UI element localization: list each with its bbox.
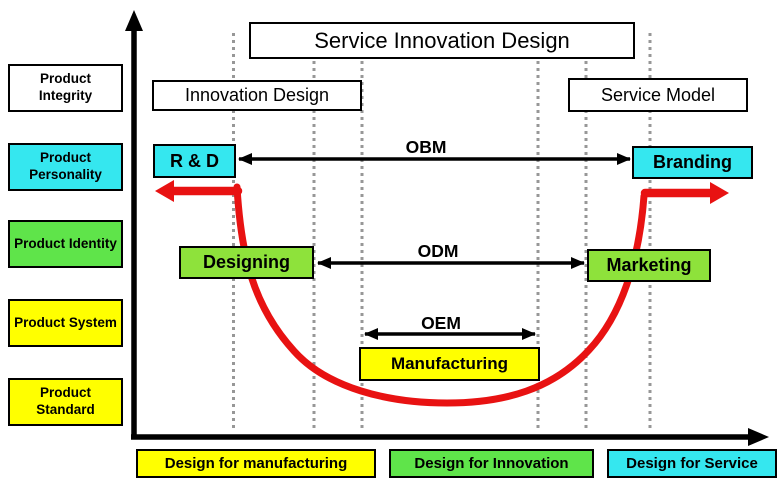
diagram-title: Service Innovation Design: [249, 22, 635, 59]
obm-label: OBM: [405, 137, 447, 157]
node-branding: Branding: [632, 146, 753, 179]
legend-design-for-innovation: Design for Innovation: [389, 449, 594, 478]
business-model-arrows: [238, 153, 631, 340]
node-rd: R & D: [153, 144, 236, 178]
axis-label-product-system: Product System: [8, 299, 123, 347]
smile-curve: [155, 180, 729, 407]
axes: [125, 10, 769, 446]
header-service-model: Service Model: [568, 78, 748, 112]
legend-design-for-service: Design for Service: [607, 449, 777, 478]
axis-label-product-personality: Product Personality: [8, 143, 123, 191]
header-innovation-design: Innovation Design: [152, 80, 362, 111]
node-marketing: Marketing: [587, 249, 711, 282]
node-designing: Designing: [179, 246, 314, 279]
axis-label-product-integrity: Product Integrity: [8, 64, 123, 112]
axis-label-product-identity: Product Identity: [8, 220, 123, 268]
smile-curve-path: [233, 183, 648, 407]
legend-design-for-manufacturing: Design for manufacturing: [136, 449, 376, 478]
odm-label: ODM: [417, 241, 459, 261]
axis-label-product-standard: Product Standard: [8, 378, 123, 426]
oem-label: OEM: [421, 313, 461, 333]
node-manufacturing: Manufacturing: [359, 347, 540, 381]
